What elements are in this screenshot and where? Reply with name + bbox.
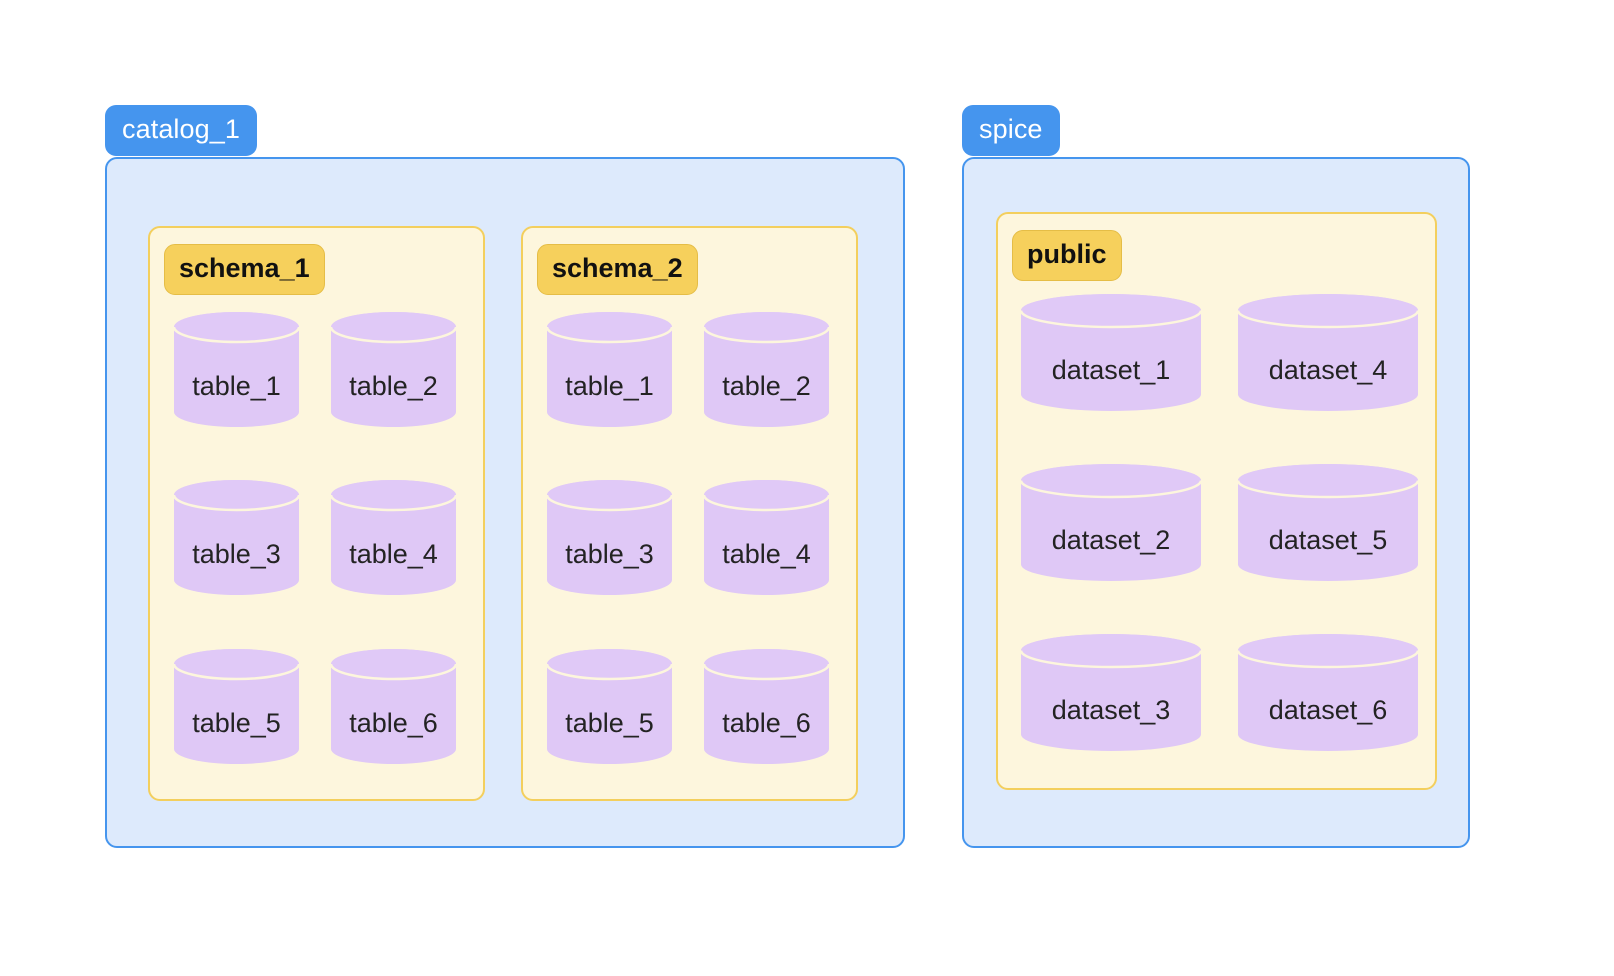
database-cylinder-icon — [329, 649, 458, 764]
database-cylinder-icon — [545, 480, 674, 595]
table-node-table_4[interactable]: table_4 — [329, 480, 458, 595]
catalog-label-catalog_1[interactable]: catalog_1 — [105, 105, 257, 156]
schema-label-schema_2[interactable]: schema_2 — [537, 244, 698, 295]
database-cylinder-icon — [172, 312, 301, 427]
table-node-dataset_3[interactable]: dataset_3 — [1019, 634, 1203, 751]
database-cylinder-icon — [1236, 464, 1420, 581]
database-cylinder-icon — [545, 312, 674, 427]
table-node-table_6[interactable]: table_6 — [702, 649, 831, 764]
table-node-table_1[interactable]: table_1 — [545, 312, 674, 427]
table-node-table_6[interactable]: table_6 — [329, 649, 458, 764]
database-cylinder-icon — [172, 649, 301, 764]
database-cylinder-icon — [1236, 634, 1420, 751]
table-node-table_4[interactable]: table_4 — [702, 480, 831, 595]
database-cylinder-icon — [702, 312, 831, 427]
table-node-dataset_5[interactable]: dataset_5 — [1236, 464, 1420, 581]
database-cylinder-icon — [1019, 294, 1203, 411]
table-node-table_1[interactable]: table_1 — [172, 312, 301, 427]
database-cylinder-icon — [545, 649, 674, 764]
database-cylinder-icon — [1019, 634, 1203, 751]
schema-label-schema_1[interactable]: schema_1 — [164, 244, 325, 295]
database-cylinder-icon — [172, 480, 301, 595]
table-node-dataset_6[interactable]: dataset_6 — [1236, 634, 1420, 751]
table-node-table_3[interactable]: table_3 — [172, 480, 301, 595]
database-cylinder-icon — [329, 480, 458, 595]
table-node-dataset_2[interactable]: dataset_2 — [1019, 464, 1203, 581]
table-node-table_3[interactable]: table_3 — [545, 480, 674, 595]
database-cylinder-icon — [329, 312, 458, 427]
table-node-dataset_4[interactable]: dataset_4 — [1236, 294, 1420, 411]
database-cylinder-icon — [702, 649, 831, 764]
table-node-table_2[interactable]: table_2 — [702, 312, 831, 427]
database-cylinder-icon — [702, 480, 831, 595]
table-node-table_5[interactable]: table_5 — [172, 649, 301, 764]
database-cylinder-icon — [1236, 294, 1420, 411]
table-node-table_5[interactable]: table_5 — [545, 649, 674, 764]
schema-label-public[interactable]: public — [1012, 230, 1122, 281]
table-node-dataset_1[interactable]: dataset_1 — [1019, 294, 1203, 411]
database-cylinder-icon — [1019, 464, 1203, 581]
catalog-label-spice[interactable]: spice — [962, 105, 1060, 156]
table-node-table_2[interactable]: table_2 — [329, 312, 458, 427]
